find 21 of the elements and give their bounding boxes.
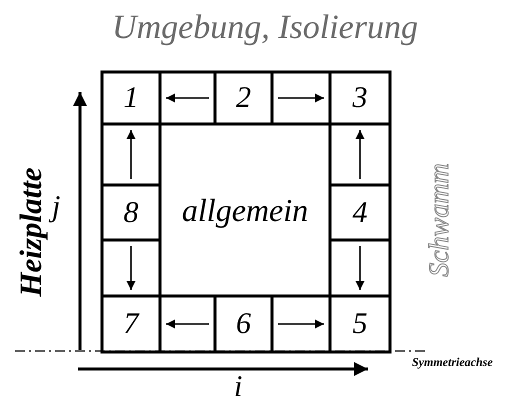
arrow xyxy=(356,246,364,290)
arrow xyxy=(278,320,324,328)
arrow xyxy=(166,94,209,102)
grid-cell: 2 xyxy=(215,72,272,124)
grid-cell: 6 xyxy=(215,296,272,352)
arrow xyxy=(356,130,364,179)
axis-label: i xyxy=(234,372,242,402)
center-region: allgemein xyxy=(160,124,330,296)
axis-name: Symmetrieachse xyxy=(412,356,493,368)
grid-cell: 5 xyxy=(330,296,390,352)
arrow xyxy=(278,94,324,102)
grid-cell: 3 xyxy=(330,72,390,124)
title: Umgebung, Isolierung xyxy=(111,8,419,48)
grid-cell: 7 xyxy=(102,296,160,352)
grid-cell: 4 xyxy=(330,185,390,240)
arrow xyxy=(126,130,136,179)
grid-cell: 1 xyxy=(102,72,160,124)
grid-cell: 8 xyxy=(102,185,160,240)
arrow xyxy=(166,320,209,328)
arrow xyxy=(126,246,136,290)
side-label: Schwamm xyxy=(426,163,454,277)
